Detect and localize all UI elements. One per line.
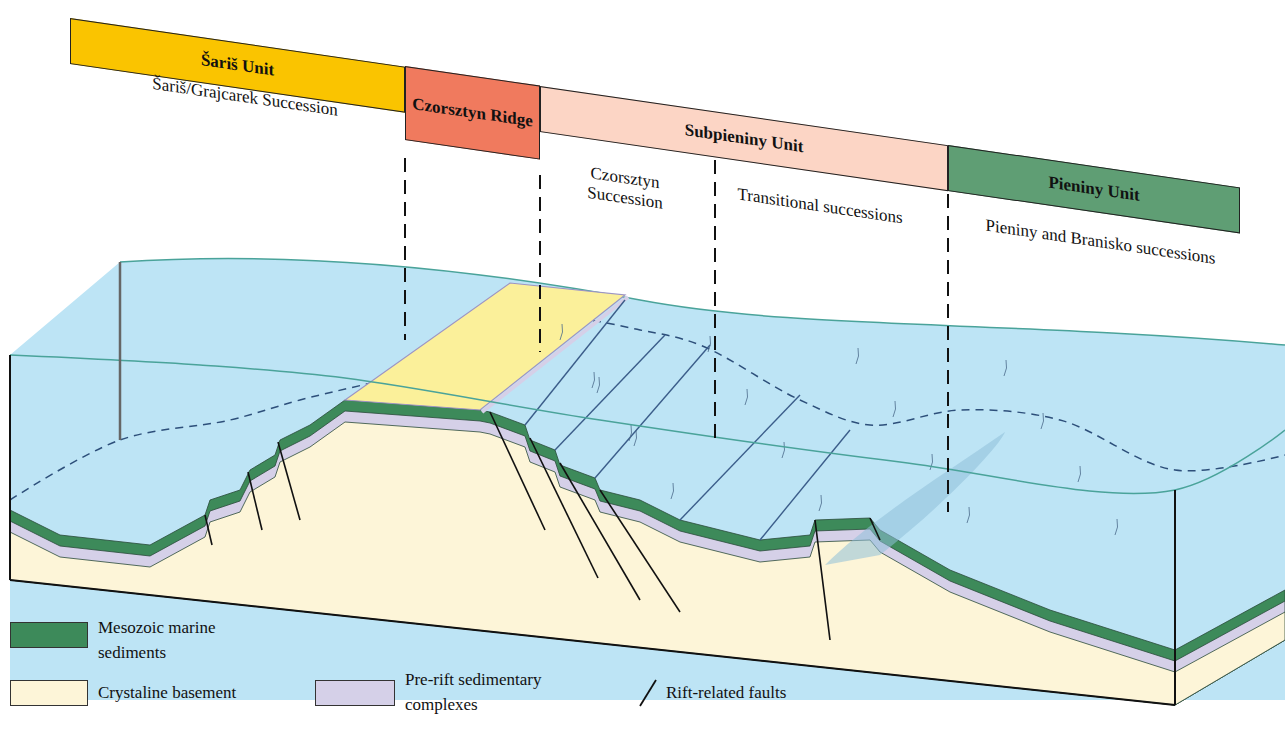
- water-ripple: [560, 324, 563, 340]
- water-ripple: [930, 454, 933, 470]
- water-ripple: [782, 442, 785, 458]
- water-ripple: [708, 336, 711, 352]
- water-ripple: [967, 507, 970, 523]
- fault-trace: [680, 395, 800, 520]
- pieniny-body: [825, 432, 1005, 565]
- block-edge: [10, 580, 1175, 705]
- unit-name: Czorsztyn Ridge: [412, 95, 532, 131]
- fault-trace: [595, 345, 710, 478]
- water-ripple: [634, 430, 637, 446]
- water-ripple: [629, 425, 632, 441]
- legend-text: Pre-rift sedimentary complexes: [405, 668, 595, 717]
- water-back-edge: [120, 258, 1285, 345]
- succession-label: Transitional successions: [735, 184, 905, 228]
- water-front-edge: [10, 355, 1285, 494]
- legend-text: Crystaline basement: [98, 681, 298, 706]
- correlation-line: [539, 175, 541, 352]
- prerift-layer: [10, 411, 1285, 705]
- succession-label: Czorsztyn Succession: [555, 158, 695, 217]
- water-ripple: [1078, 466, 1081, 482]
- fault-symbol: [640, 680, 656, 706]
- rift-fault: [278, 442, 300, 520]
- legend-text: Rift-related faults: [666, 681, 866, 706]
- water-ripple: [1004, 360, 1007, 376]
- rift-fault: [870, 518, 880, 540]
- water-ripple: [893, 401, 896, 417]
- water-ripple: [592, 372, 595, 388]
- back-corner-line: [119, 262, 122, 440]
- rift-fault: [248, 472, 262, 530]
- ridge-edge: [482, 297, 628, 412]
- basement: [10, 422, 1285, 705]
- sediment-layer: [10, 400, 1285, 705]
- rift-fault: [490, 412, 545, 530]
- correlation-line: [947, 194, 949, 512]
- unit-name: Pieniny Unit: [1048, 173, 1139, 205]
- water-ripple: [1041, 413, 1044, 429]
- unit-name: Subpieniny Unit: [685, 121, 804, 157]
- water-ripple: [1115, 519, 1118, 535]
- rift-fault: [600, 490, 680, 612]
- water-ripple: [671, 483, 674, 499]
- legend-swatch: [10, 622, 88, 648]
- rift-fault: [205, 515, 212, 545]
- water-ripple: [819, 495, 822, 511]
- fault-trace: [555, 335, 665, 450]
- correlation-line: [714, 160, 716, 445]
- back-seafloor: [10, 319, 1285, 500]
- legend-text: Mesozoic marine sediments: [98, 616, 248, 665]
- ridge-top: [345, 283, 625, 410]
- unit-band: Czorsztyn Ridge: [405, 66, 540, 160]
- water-ripple: [745, 389, 748, 405]
- rift-fault: [530, 438, 598, 578]
- water-ripple: [597, 377, 600, 393]
- water-ripple: [856, 348, 859, 364]
- unit-name: Šariš Unit: [201, 51, 274, 80]
- block-edge: [1174, 490, 1176, 705]
- rift-fault: [815, 520, 830, 640]
- fault-trace: [760, 430, 850, 540]
- legend-swatch: [10, 680, 88, 706]
- correlation-line: [404, 158, 406, 340]
- block-edge: [9, 355, 11, 580]
- legend-swatch: [315, 680, 395, 706]
